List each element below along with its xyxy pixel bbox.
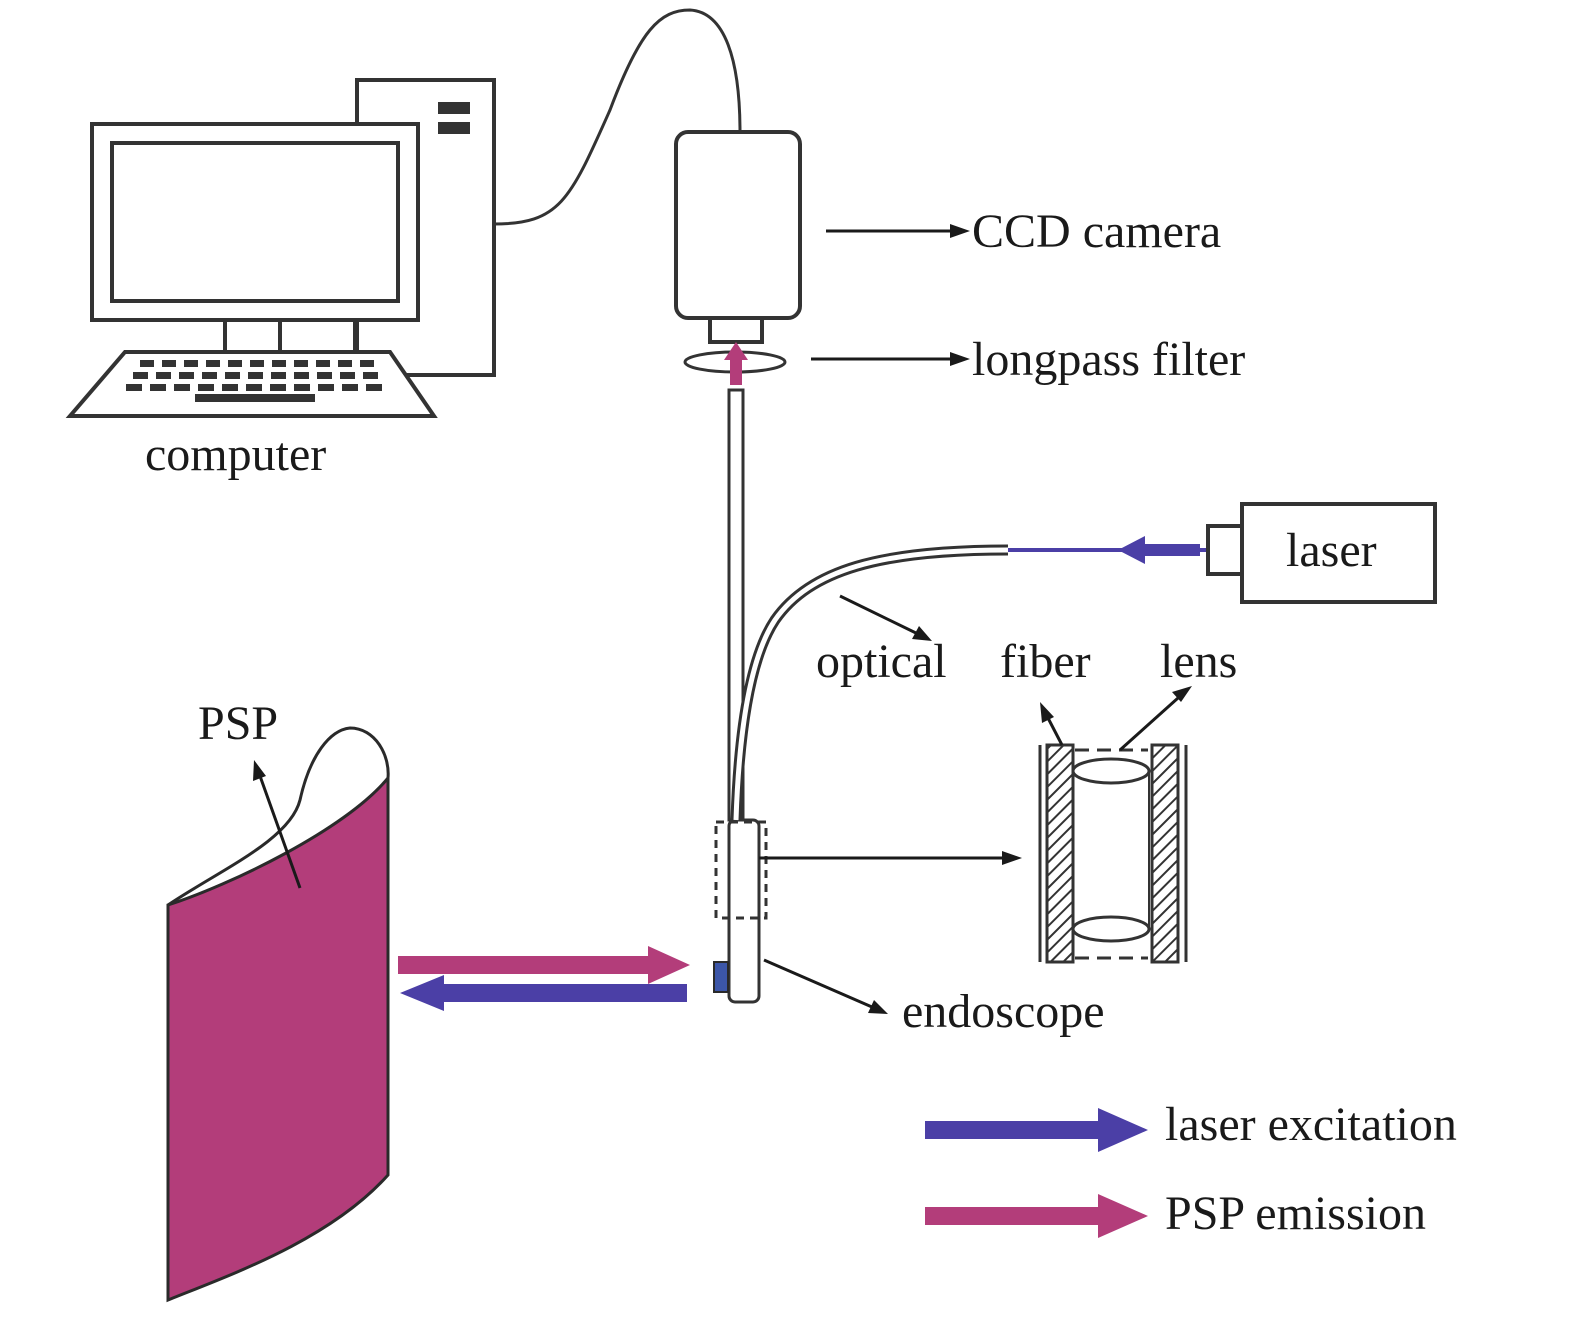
keyboard-key [133, 372, 148, 379]
ccd-camera-label: CCD camera [972, 205, 1222, 258]
psp-surface [166, 773, 390, 1303]
legend-laser-excitation-arrow [925, 1108, 1148, 1152]
laser-beam-arrow [1118, 536, 1200, 564]
lens-label: lens [1160, 635, 1238, 688]
keyboard-key [270, 384, 286, 391]
legend-laser-excitation-label: laser excitation [1165, 1098, 1457, 1151]
keyboard-key [150, 384, 166, 391]
keyboard-key [174, 384, 190, 391]
keyboard-key [198, 384, 214, 391]
pointer-arrows [253, 224, 1192, 1014]
keyboard-key [342, 384, 358, 391]
endoscope-tube [727, 388, 761, 1004]
computer-label: computer [145, 428, 327, 481]
keyboard-key [246, 384, 262, 391]
keyboard-key [316, 360, 330, 367]
keyboard-key [250, 360, 264, 367]
keyboard-key [363, 372, 378, 379]
longpass-filter-label: longpass filter [972, 333, 1246, 386]
keyboard-key [272, 360, 286, 367]
laser-label: laser [1286, 524, 1377, 577]
lens-bottom [1071, 915, 1151, 943]
legend-psp-emission-arrow [925, 1194, 1148, 1238]
keyboard-key [126, 384, 142, 391]
ccd-camera-icon [674, 130, 802, 344]
keyboard-key [140, 360, 154, 367]
keyboard-key [156, 372, 171, 379]
keyboard-key [222, 384, 238, 391]
keyboard-key [271, 372, 286, 379]
keyboard-key [248, 372, 263, 379]
keyboard-key [360, 360, 374, 367]
endoscope-detail-box [714, 820, 768, 920]
computer-icon [65, 78, 496, 418]
endoscope-window [713, 961, 729, 993]
legend-psp-emission-label: PSP emission [1165, 1187, 1426, 1240]
keyboard-key [317, 372, 332, 379]
keyboard-key [294, 372, 309, 379]
keyboard-key [228, 360, 242, 367]
keyboard-key [338, 360, 352, 367]
keyboard-key [366, 384, 382, 391]
optical-label: optical [816, 635, 947, 688]
psp-label: PSP [198, 697, 279, 750]
lens-top [1071, 757, 1151, 785]
data-cable [493, 8, 742, 226]
fiber-label: fiber [1000, 635, 1091, 688]
keyboard-key [294, 360, 308, 367]
keyboard-key [184, 360, 198, 367]
keyboard-key [225, 372, 240, 379]
psp-emission-arrow [398, 946, 690, 984]
keyboard-key [179, 372, 194, 379]
keyboard-key [202, 372, 217, 379]
keyboard-key [206, 360, 220, 367]
keyboard-key [340, 372, 355, 379]
keyboard-key [318, 384, 334, 391]
laser-excitation-arrow [400, 975, 687, 1011]
psp-curl [167, 726, 390, 907]
endoscope-detail-view [1038, 743, 1188, 964]
keyboard-key [162, 360, 176, 367]
keyboard-key [294, 384, 310, 391]
endoscope-label: endoscope [902, 985, 1105, 1038]
filter-emission-arrow [724, 342, 748, 385]
laser-icon [1206, 502, 1437, 604]
